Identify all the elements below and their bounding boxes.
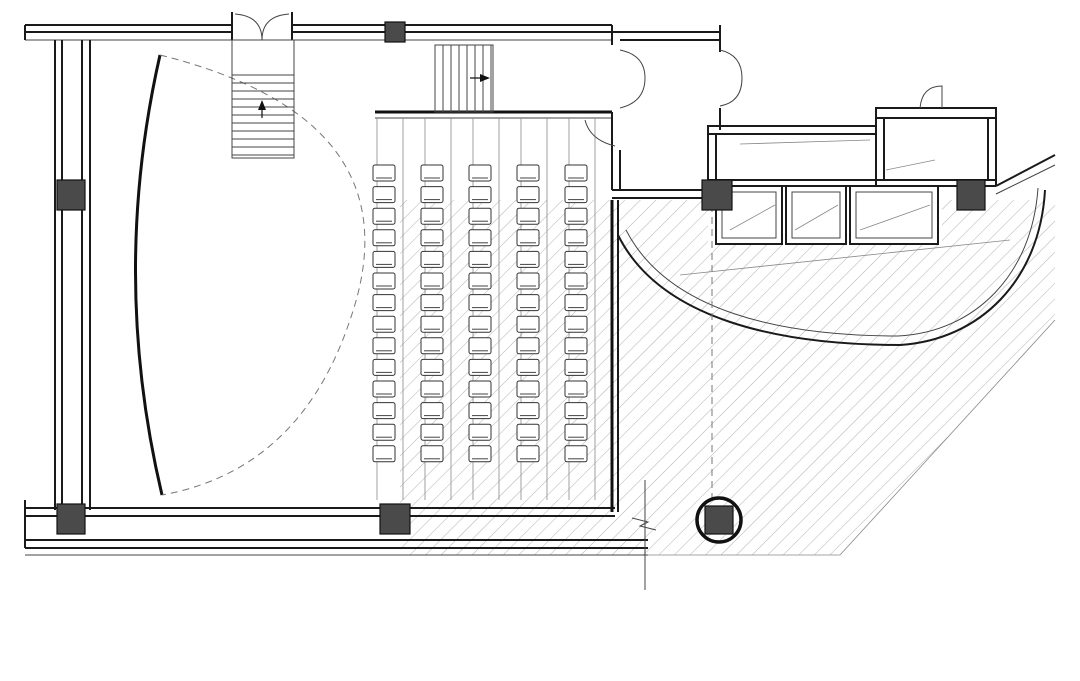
- seat: [564, 315, 588, 333]
- seat: [372, 186, 396, 204]
- seat: [420, 164, 444, 182]
- seat: [516, 380, 540, 398]
- seat: [372, 337, 396, 355]
- seat: [516, 294, 540, 312]
- seat: [468, 423, 492, 441]
- seat: [420, 229, 444, 247]
- seat: [516, 164, 540, 182]
- seat: [468, 315, 492, 333]
- seat: [564, 402, 588, 420]
- seat: [420, 207, 444, 225]
- door-swing-icon: [919, 85, 943, 109]
- seat: [516, 207, 540, 225]
- seat: [420, 358, 444, 376]
- seat: [372, 272, 396, 290]
- seat: [564, 272, 588, 290]
- seat: [420, 250, 444, 268]
- column-marker-icon: [956, 179, 986, 211]
- seat: [564, 186, 588, 204]
- seat: [564, 380, 588, 398]
- seat: [372, 358, 396, 376]
- seat: [564, 358, 588, 376]
- seat: [516, 250, 540, 268]
- left-stair: [231, 39, 295, 159]
- curved-balcony: [617, 154, 1056, 347]
- seat: [468, 207, 492, 225]
- terrace-hatch-zone: [400, 186, 1056, 556]
- seat: [564, 250, 588, 268]
- seat: [420, 402, 444, 420]
- seat: [468, 358, 492, 376]
- seat: [420, 315, 444, 333]
- seat: [372, 250, 396, 268]
- seat: [516, 423, 540, 441]
- seat: [468, 402, 492, 420]
- seat: [420, 294, 444, 312]
- column-marker-icon: [701, 179, 733, 211]
- stair-arrow-right-icon: [480, 74, 490, 82]
- seat: [468, 186, 492, 204]
- seat: [372, 423, 396, 441]
- seat: [564, 445, 588, 463]
- seat: [372, 445, 396, 463]
- seating-block: [372, 118, 596, 500]
- seat: [372, 294, 396, 312]
- seat: [516, 315, 540, 333]
- column-marker-icon: [56, 503, 86, 535]
- seat: [468, 272, 492, 290]
- lobby-walls: [584, 25, 743, 199]
- service-rooms: [707, 85, 997, 245]
- seat: [516, 337, 540, 355]
- seat: [372, 164, 396, 182]
- seat: [468, 250, 492, 268]
- seat: [516, 272, 540, 290]
- curved-screen: [134, 54, 164, 496]
- seat: [516, 358, 540, 376]
- seat: [516, 402, 540, 420]
- seat: [468, 229, 492, 247]
- projection-arc: [159, 54, 366, 496]
- right-stair: [434, 44, 494, 113]
- seat: [372, 229, 396, 247]
- outer-walls: [24, 24, 648, 556]
- seat: [564, 164, 588, 182]
- door-swing-icon: [719, 49, 743, 107]
- seat: [420, 445, 444, 463]
- seat: [564, 229, 588, 247]
- seat: [468, 337, 492, 355]
- seat: [516, 229, 540, 247]
- door-swing-icon: [584, 119, 616, 147]
- seat: [468, 445, 492, 463]
- seat: [420, 423, 444, 441]
- seat: [564, 423, 588, 441]
- seat: [420, 186, 444, 204]
- seat: [564, 207, 588, 225]
- seat: [516, 186, 540, 204]
- seat: [564, 337, 588, 355]
- stair-arrow-up-icon: [258, 100, 266, 110]
- seat: [420, 380, 444, 398]
- seat: [468, 380, 492, 398]
- door-swing-icon: [619, 49, 646, 109]
- seat: [468, 164, 492, 182]
- column-marker-icon: [384, 21, 406, 43]
- seat: [372, 402, 396, 420]
- top-entry-door: [231, 12, 293, 41]
- seat: [372, 380, 396, 398]
- seat: [564, 294, 588, 312]
- seat: [372, 315, 396, 333]
- seat: [420, 337, 444, 355]
- round-column: [695, 496, 743, 544]
- column-marker-icon: [379, 503, 411, 535]
- column-marker-icon: [56, 179, 86, 211]
- seat: [420, 272, 444, 290]
- seat: [516, 445, 540, 463]
- seat: [372, 207, 396, 225]
- column-marker-icon: [704, 505, 734, 535]
- structural-columns: [56, 21, 986, 544]
- seat: [468, 294, 492, 312]
